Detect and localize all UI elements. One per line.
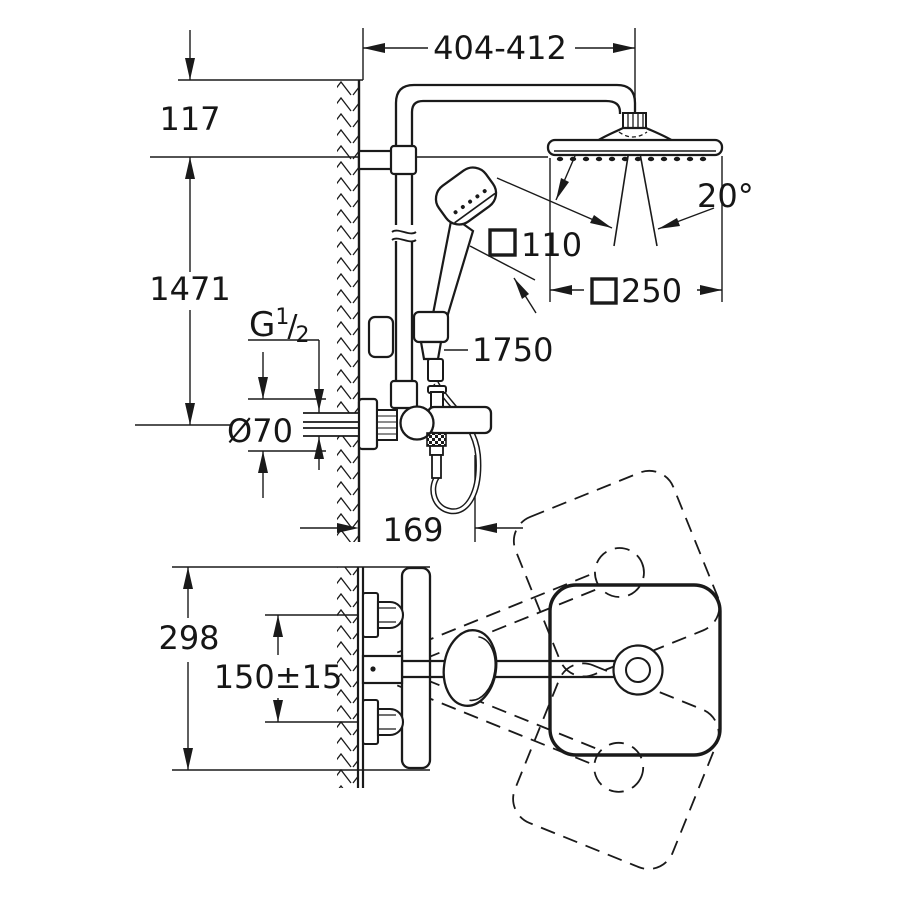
dim-label-head-shower-face: 250 <box>621 272 682 310</box>
thread-base: G <box>249 305 275 345</box>
upper-union-flange <box>361 591 380 639</box>
dim-label-valve-depth: 169 <box>382 511 443 549</box>
dimension-arrowheads-plan <box>183 567 283 770</box>
wall-flange <box>357 397 379 451</box>
hand-shower <box>430 166 498 326</box>
valve-body-plan <box>400 566 432 770</box>
dim-label-hose-length: 1750 <box>472 331 553 369</box>
head-shower <box>546 112 724 162</box>
rail-wall-bracket <box>357 149 396 171</box>
upper-union-nut <box>376 600 405 630</box>
dim-label-arm-drop: 117 <box>159 100 220 138</box>
thread-denominator: 2 <box>295 323 309 348</box>
dimension-arrowheads <box>185 43 722 533</box>
dim-label-top-width: 404-412 <box>433 29 567 67</box>
square-symbol-head-shower <box>590 277 618 305</box>
shower-rail-pipe <box>357 83 637 388</box>
supply-pipe <box>303 412 363 437</box>
dim-label-swivel-angle: 20° <box>697 177 754 215</box>
valve-body <box>426 405 493 435</box>
wall-section-side <box>337 80 361 542</box>
dim-label-flange-diameter: Ø70 <box>227 412 293 450</box>
hand-shower-nozzles <box>453 189 487 215</box>
square-symbol-hand-shower <box>488 228 517 257</box>
slider-holder <box>367 310 450 382</box>
dim-label-thread: G1/2 <box>249 305 309 348</box>
thermostat-valve-plan <box>361 566 432 770</box>
hand-shower-plan <box>442 629 498 707</box>
center-mark <box>370 666 376 672</box>
head-shower-plate <box>546 138 724 157</box>
union-nut <box>376 409 398 441</box>
lower-union-nut <box>376 707 405 737</box>
head-shower-nozzles <box>556 156 707 162</box>
dim-label-hand-shower-face: 110 <box>521 226 582 264</box>
arm-mount-block <box>361 654 404 685</box>
lower-union-flange <box>361 698 380 746</box>
temperature-knob <box>399 405 435 441</box>
valve-outlet <box>426 432 447 447</box>
dimension-labels-side: 404-412 117 1471 G1/2 Ø70 1750 169 20° 1… <box>149 29 753 549</box>
arm-hub <box>612 644 664 696</box>
dim-label-supply-spacing: 150±15 <box>214 658 343 696</box>
dim-label-valve-width: 298 <box>158 619 219 657</box>
dimension-labels-plan: 298 150±15 <box>158 619 342 696</box>
plan-view: 298 150±15 <box>158 469 722 870</box>
hose-connector <box>427 358 444 382</box>
thread-numerator: 1 <box>275 305 289 330</box>
thread-slash: / <box>287 309 298 344</box>
side-view: 404-412 117 1471 G1/2 Ø70 1750 169 20° 1… <box>135 28 754 549</box>
thermostat-valve-side <box>303 379 493 479</box>
dim-label-rail-height: 1471 <box>149 270 230 308</box>
